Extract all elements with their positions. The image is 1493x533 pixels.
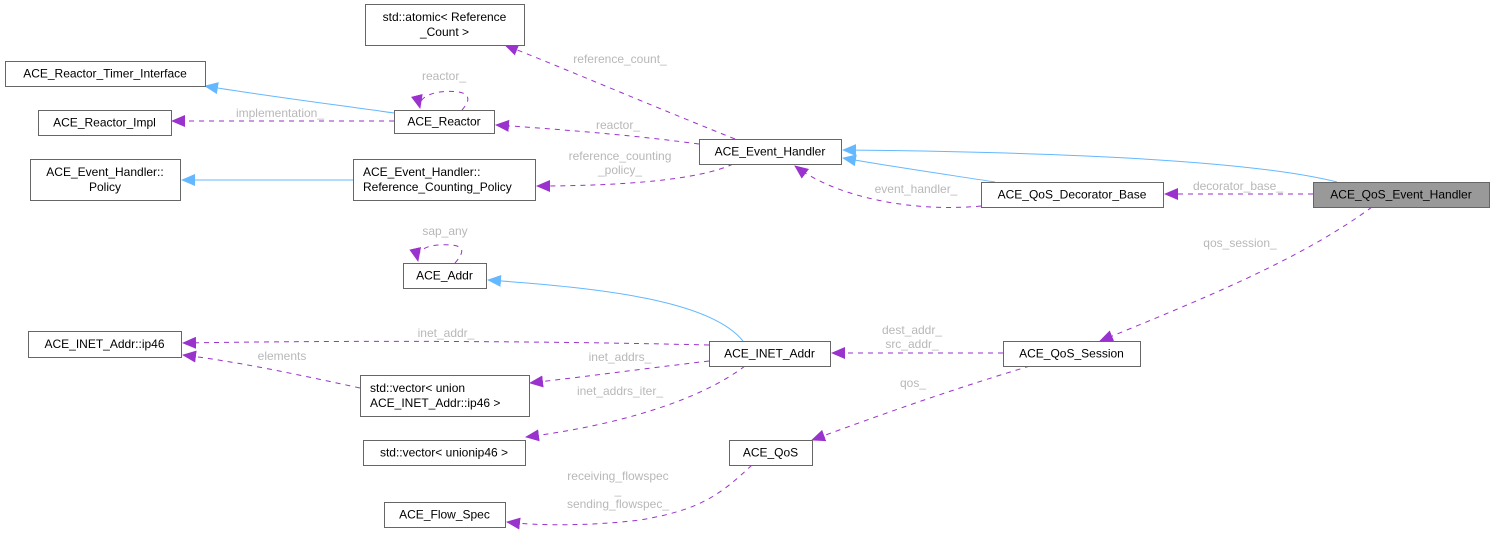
node-box	[28, 331, 182, 358]
node-label: ACE_QoS_Session	[1019, 347, 1124, 361]
inheritance-edge-qos_decorator_base-to-event_handler	[842, 154, 996, 183]
edge-label: sap_any	[422, 224, 467, 238]
edge-label: elements	[258, 349, 307, 363]
class-node-inet-addr[interactable]: ACE_INET_Addr	[709, 341, 831, 367]
node-label: Policy	[89, 180, 121, 194]
class-node-event-handler[interactable]: ACE_Event_Handler	[699, 139, 842, 165]
edge-label: event_handler_	[875, 182, 958, 196]
node-box	[1313, 182, 1490, 208]
class-node-reactor-impl[interactable]: ACE_Reactor_Impl	[38, 110, 172, 136]
node-label: std::vector< unionip46 >	[380, 446, 508, 460]
inheritance-edge-reactor-to-reactor_timer_interface	[204, 82, 395, 114]
edge-label: qos_session_	[1203, 236, 1277, 250]
node-box	[5, 61, 206, 87]
edge-label: inet_addr_	[418, 326, 475, 340]
node-box	[403, 263, 487, 289]
node-label: _Count >	[419, 25, 469, 39]
member-edge-event_handler-to-atomic_ref_count	[504, 44, 736, 140]
node-box	[353, 159, 536, 201]
node-label: ACE_QoS	[743, 446, 798, 460]
class-node-qos-session[interactable]: ACE_QoS_Session	[1003, 341, 1141, 367]
node-box	[699, 139, 842, 165]
edge-label: inet_addrs_	[589, 350, 652, 364]
node-box	[30, 159, 181, 201]
member-edge-qos_decorator_base-to-event_handler	[794, 165, 982, 208]
class-node-qos-event-handler[interactable]: ACE_QoS_Event_Handler	[1313, 182, 1490, 208]
inheritance-edge-inet_addr-to-addr	[487, 274, 744, 342]
member-edge-qos_event_handler-to-qos_session	[1099, 206, 1373, 342]
node-label: Reference_Counting_Policy	[363, 180, 512, 194]
node-box	[709, 341, 831, 367]
edge-label: decorator_base_	[1193, 179, 1283, 193]
class-node-atomic-ref-count[interactable]: std::atomic< Reference_Count >	[365, 4, 525, 46]
class-node-event-handler-policy[interactable]: ACE_Event_Handler::Policy	[30, 159, 181, 201]
edge-label: inet_addrs_iter_	[577, 384, 663, 398]
member-edge-reactor-to-reactor	[411, 90, 469, 111]
node-label: std::vector< union	[370, 381, 465, 395]
node-label: ACE_INET_Addr::ip46 >	[370, 396, 500, 410]
node-box	[729, 440, 813, 466]
node-label: ACE_Event_Handler::	[363, 165, 480, 179]
node-label: ACE_QoS_Decorator_Base	[998, 188, 1147, 202]
edge-label: implementation_	[236, 106, 324, 120]
node-box	[365, 4, 525, 46]
node-label: ACE_QoS_Event_Handler	[1330, 188, 1471, 202]
node-box	[360, 375, 530, 417]
edge-label: reference_counting_policy_	[569, 149, 672, 177]
node-label: ACE_INET_Addr::ip46	[44, 337, 164, 351]
edges-layer	[171, 44, 1373, 530]
edge-label: dest_addr_src_addr_	[882, 323, 942, 351]
member-edge-qos_session-to-qos	[811, 365, 1031, 442]
class-node-inet-addr-ip46[interactable]: ACE_INET_Addr::ip46	[28, 331, 182, 358]
inheritance-edge-qos_event_handler-to-event_handler	[842, 144, 1338, 183]
node-box	[981, 182, 1164, 208]
member-edge-event_handler-to-reference_counting_policy	[536, 163, 734, 192]
member-edge-inet_addr-to-vector_union_ip46	[529, 360, 710, 388]
edge-label: receiving_flowspec_sending_flowspec_	[567, 469, 669, 511]
member-edge-vector_union_ip46-to-inet_addr_ip46	[182, 350, 361, 389]
class-node-vector-unionip46[interactable]: std::vector< unionip46 >	[363, 440, 526, 466]
nodes-layer: std::atomic< Reference_Count >ACE_Reacto…	[5, 4, 1490, 528]
node-label: std::atomic< Reference	[383, 10, 507, 24]
node-label: ACE_Event_Handler	[715, 145, 826, 159]
node-label: ACE_Reactor_Timer_Interface	[23, 67, 187, 81]
class-node-vector-union-ip46[interactable]: std::vector< union ACE_INET_Addr::ip46 >	[360, 375, 530, 417]
node-box	[1003, 341, 1141, 367]
node-box	[38, 110, 172, 136]
class-node-addr[interactable]: ACE_Addr	[403, 263, 487, 289]
member-edge-event_handler-to-reactor	[495, 119, 700, 145]
member-edge-inet_addr-to-vector_unionip46	[525, 365, 746, 442]
class-node-qos-decorator-base[interactable]: ACE_QoS_Decorator_Base	[981, 182, 1164, 208]
node-label: ACE_Event_Handler::	[46, 165, 163, 179]
node-box	[363, 440, 526, 466]
member-edge-inet_addr-to-inet_addr_ip46	[182, 336, 710, 349]
node-label: ACE_INET_Addr	[724, 347, 815, 361]
class-node-reference-counting-policy[interactable]: ACE_Event_Handler::Reference_Counting_Po…	[353, 159, 536, 201]
class-node-reactor-timer-interface[interactable]: ACE_Reactor_Timer_Interface	[5, 61, 206, 87]
node-box	[394, 110, 495, 134]
class-node-reactor[interactable]: ACE_Reactor	[394, 110, 495, 134]
node-label: ACE_Addr	[416, 269, 473, 283]
edge-label: qos_	[900, 376, 926, 390]
class-node-flow-spec[interactable]: ACE_Flow_Spec	[384, 502, 506, 528]
edge-label: reactor_	[422, 69, 466, 83]
edge-label: reference_count_	[573, 52, 667, 66]
node-label: ACE_Flow_Spec	[399, 508, 490, 522]
node-label: ACE_Reactor	[407, 115, 480, 129]
class-node-qos[interactable]: ACE_QoS	[729, 440, 813, 466]
node-box	[384, 502, 506, 528]
edge-labels-layer: reactor_ implementation_ reference_count_r…	[236, 52, 1283, 511]
node-label: ACE_Reactor_Impl	[53, 116, 156, 130]
edge-label: reactor_	[596, 118, 640, 132]
member-edge-addr-to-addr	[409, 244, 462, 264]
